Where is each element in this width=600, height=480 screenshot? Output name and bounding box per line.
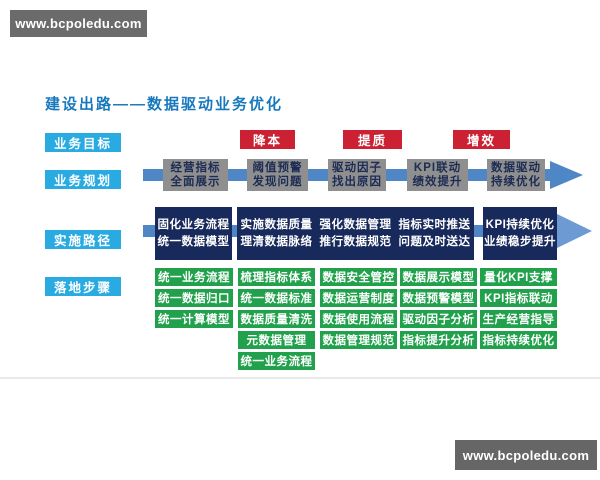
step-box: 指标提升分析 xyxy=(400,331,477,349)
steps-column-4: 数据展示模型 数据预警模型 驱动因子分析 指标提升分析 xyxy=(400,268,477,349)
plan-box-1-line1: 经营指标 xyxy=(170,162,221,174)
goal-box-quality-improve: 提质 xyxy=(343,130,402,149)
step-box: 数据安全管控 xyxy=(320,268,397,286)
path-box-5-line1: KPI持续优化 xyxy=(485,218,555,231)
path-box-4-line2: 问题及时送达 xyxy=(398,235,471,248)
plan-box-2: 阈值预警 发现问题 xyxy=(247,159,308,191)
step-box: 数据使用流程 xyxy=(320,310,397,328)
plan-box-5: 数据驱动 持续优化 xyxy=(487,159,545,191)
path-arrow-head-icon xyxy=(555,213,592,249)
plan-box-2-line2: 发现问题 xyxy=(252,176,303,188)
row-label-landing-steps: 落地步骤 xyxy=(45,277,121,296)
path-box-2-line2: 理清数据脉络 xyxy=(240,235,313,248)
step-box: 梳理指标体系 xyxy=(238,268,315,286)
plan-box-4-line2: 绩效提升 xyxy=(412,176,463,188)
plan-box-3-line2: 找出原因 xyxy=(332,176,382,188)
step-box: 量化KPI支撑 xyxy=(480,268,557,286)
step-box: 统一数据归口 xyxy=(155,289,233,307)
path-box-3-line1: 强化数据管理 xyxy=(319,218,392,231)
path-box-3-line2: 推行数据规范 xyxy=(319,235,392,248)
page-title: 建设出路——数据驱动业务优化 xyxy=(45,96,284,113)
step-box: 统一业务流程 xyxy=(155,268,233,286)
path-box-2-line1: 实施数据质量 xyxy=(240,218,313,231)
step-box: 生产经营指导 xyxy=(480,310,557,328)
step-box: 数据预警模型 xyxy=(400,289,477,307)
watermark-bottom: www.bcpoledu.com xyxy=(455,440,597,470)
step-box: 数据管理规范 xyxy=(320,331,397,349)
plan-box-3: 驱动因子 找出原因 xyxy=(328,159,386,191)
divider-line xyxy=(0,377,600,379)
step-box: 统一计算模型 xyxy=(155,310,233,328)
step-box: 统一数据标准 xyxy=(238,289,315,307)
path-box-5-line2: 业绩稳步提升 xyxy=(484,235,556,248)
path-box-1-line2: 统一数据模型 xyxy=(157,235,230,248)
path-box-2: 实施数据质量 理清数据脉络 xyxy=(241,217,313,251)
path-box-1-line1: 固化业务流程 xyxy=(157,218,230,231)
step-box: KPI指标联动 xyxy=(480,289,557,307)
plan-box-5-line1: 数据驱动 xyxy=(491,162,541,174)
plan-box-3-line1: 驱动因子 xyxy=(332,162,382,174)
path-box-merged: 实施数据质量 理清数据脉络 强化数据管理 推行数据规范 指标实时推送 问题及时送… xyxy=(237,207,474,260)
step-box: 数据运营制度 xyxy=(320,289,397,307)
plan-box-1-line2: 全面展示 xyxy=(170,176,221,188)
steps-column-5: 量化KPI支撑 KPI指标联动 生产经营指导 指标持续优化 xyxy=(480,268,557,349)
step-box: 驱动因子分析 xyxy=(400,310,477,328)
path-box-4-line1: 指标实时推送 xyxy=(398,218,471,231)
watermark-top: www.bcpoledu.com xyxy=(10,10,147,37)
row-label-implementation-path: 实施路径 xyxy=(45,230,121,249)
row-label-business-planning: 业务规划 xyxy=(45,170,121,189)
path-box-3: 强化数据管理 推行数据规范 xyxy=(320,217,392,251)
plan-box-2-line1: 阈值预警 xyxy=(252,162,303,174)
plan-box-5-line2: 持续优化 xyxy=(491,176,541,188)
plan-box-4-line1: KPI联动 xyxy=(413,162,462,174)
step-box: 统一业务流程 xyxy=(238,352,315,370)
step-box: 指标持续优化 xyxy=(480,331,557,349)
steps-column-3: 数据安全管控 数据运营制度 数据使用流程 数据管理规范 xyxy=(320,268,397,349)
step-box: 数据质量清洗 xyxy=(238,310,315,328)
goal-box-efficiency-gain: 增效 xyxy=(453,130,510,149)
row-label-business-goals: 业务目标 xyxy=(45,133,121,152)
steps-column-1: 统一业务流程 统一数据归口 统一计算模型 xyxy=(155,268,233,328)
path-box-5: KPI持续优化 业绩稳步提升 xyxy=(483,207,557,260)
goal-box-cost-reduction: 降本 xyxy=(240,130,295,149)
steps-column-2: 梳理指标体系 统一数据标准 数据质量清洗 元数据管理 统一业务流程 xyxy=(238,268,315,370)
step-box: 元数据管理 xyxy=(238,331,315,349)
plan-box-4: KPI联动 绩效提升 xyxy=(407,159,468,191)
step-box: 数据展示模型 xyxy=(400,268,477,286)
plan-box-1: 经营指标 全面展示 xyxy=(163,159,228,191)
path-box-1: 固化业务流程 统一数据模型 xyxy=(155,207,232,260)
path-box-4: 指标实时推送 问题及时送达 xyxy=(399,217,471,251)
planning-arrow-head-icon xyxy=(550,161,583,189)
